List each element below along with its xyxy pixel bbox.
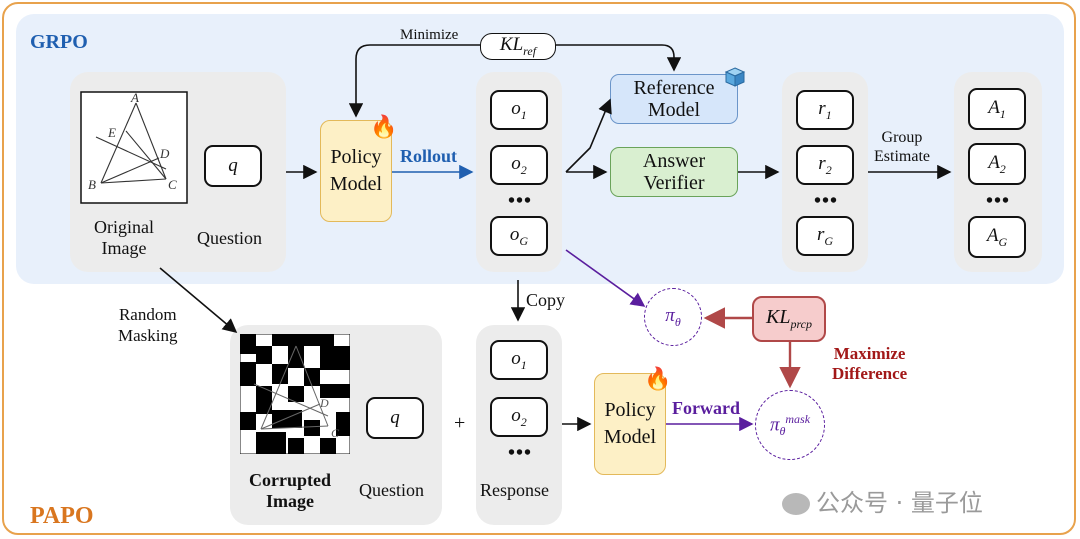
- reward-ellipsis: •••: [814, 190, 839, 212]
- reward-r2: r2: [796, 145, 854, 185]
- copy-label: Copy: [526, 290, 566, 310]
- papo-title: PAPO: [30, 503, 94, 529]
- advantage-AG: AG: [968, 216, 1026, 258]
- response-label: Response: [480, 480, 549, 500]
- answer-verifier: Answer Verifier: [610, 147, 738, 197]
- response-ellipsis: •••: [508, 442, 533, 464]
- original-geometry-image: A E D B C: [80, 91, 188, 204]
- question-box: q: [204, 145, 262, 187]
- masked-point-label-c: C: [331, 426, 340, 440]
- forward-label: Forward: [672, 398, 740, 418]
- cube-icon: [724, 67, 746, 87]
- watermark: 公众号 · 量子位: [782, 483, 983, 518]
- pi-theta-mask-node: πθmask: [755, 390, 825, 460]
- corrupted-image: D C: [240, 334, 350, 454]
- response-o2: o2: [490, 397, 548, 437]
- reference-model: Reference Model: [610, 74, 738, 124]
- point-label-c: C: [168, 177, 177, 192]
- kl-ref-box: KLref: [480, 33, 556, 60]
- point-label-b: B: [88, 177, 96, 192]
- reward-r1: r1: [796, 90, 854, 130]
- question-label-papo: Question: [359, 480, 424, 500]
- response-o1: o1: [490, 340, 548, 380]
- fire-icon: 🔥: [644, 366, 672, 391]
- random-masking-label: Random Masking: [118, 305, 178, 345]
- pi-theta-node: πθ: [644, 288, 702, 346]
- question-box-papo: q: [366, 397, 424, 439]
- output-o2: o2: [490, 145, 548, 185]
- output-ellipsis: •••: [508, 190, 533, 212]
- group-estimate-label: Group Estimate: [874, 129, 930, 165]
- original-image-label: Original Image: [94, 217, 154, 258]
- advantage-ellipsis: •••: [986, 190, 1011, 212]
- plus-sign: +: [454, 412, 466, 434]
- reward-rG: rG: [796, 216, 854, 256]
- point-label-a: A: [130, 91, 139, 105]
- maximize-difference-label: Maximize Difference: [832, 344, 908, 383]
- masked-point-label-d: D: [319, 396, 329, 410]
- point-label-d: D: [159, 146, 170, 161]
- advantage-A1: A1: [968, 88, 1026, 130]
- advantage-A2: A2: [968, 143, 1026, 185]
- minimize-label: Minimize: [400, 27, 459, 43]
- fire-icon: 🔥: [370, 114, 398, 139]
- policy-model-papo: Policy Model: [594, 373, 666, 475]
- watermark-text: 公众号 · 量子位: [816, 489, 983, 517]
- question-label: Question: [197, 228, 262, 248]
- grpo-title: GRPO: [30, 31, 88, 53]
- policy-model-grpo: Policy Model: [320, 120, 392, 222]
- wechat-icon: [782, 493, 810, 515]
- kl-prcp-box: KLprcp: [752, 296, 826, 342]
- rollout-label: Rollout: [400, 146, 458, 166]
- output-o1: o1: [490, 90, 548, 130]
- corrupted-image-label: Corrupted Image: [249, 470, 331, 511]
- output-oG: oG: [490, 216, 548, 256]
- point-label-e: E: [107, 125, 116, 140]
